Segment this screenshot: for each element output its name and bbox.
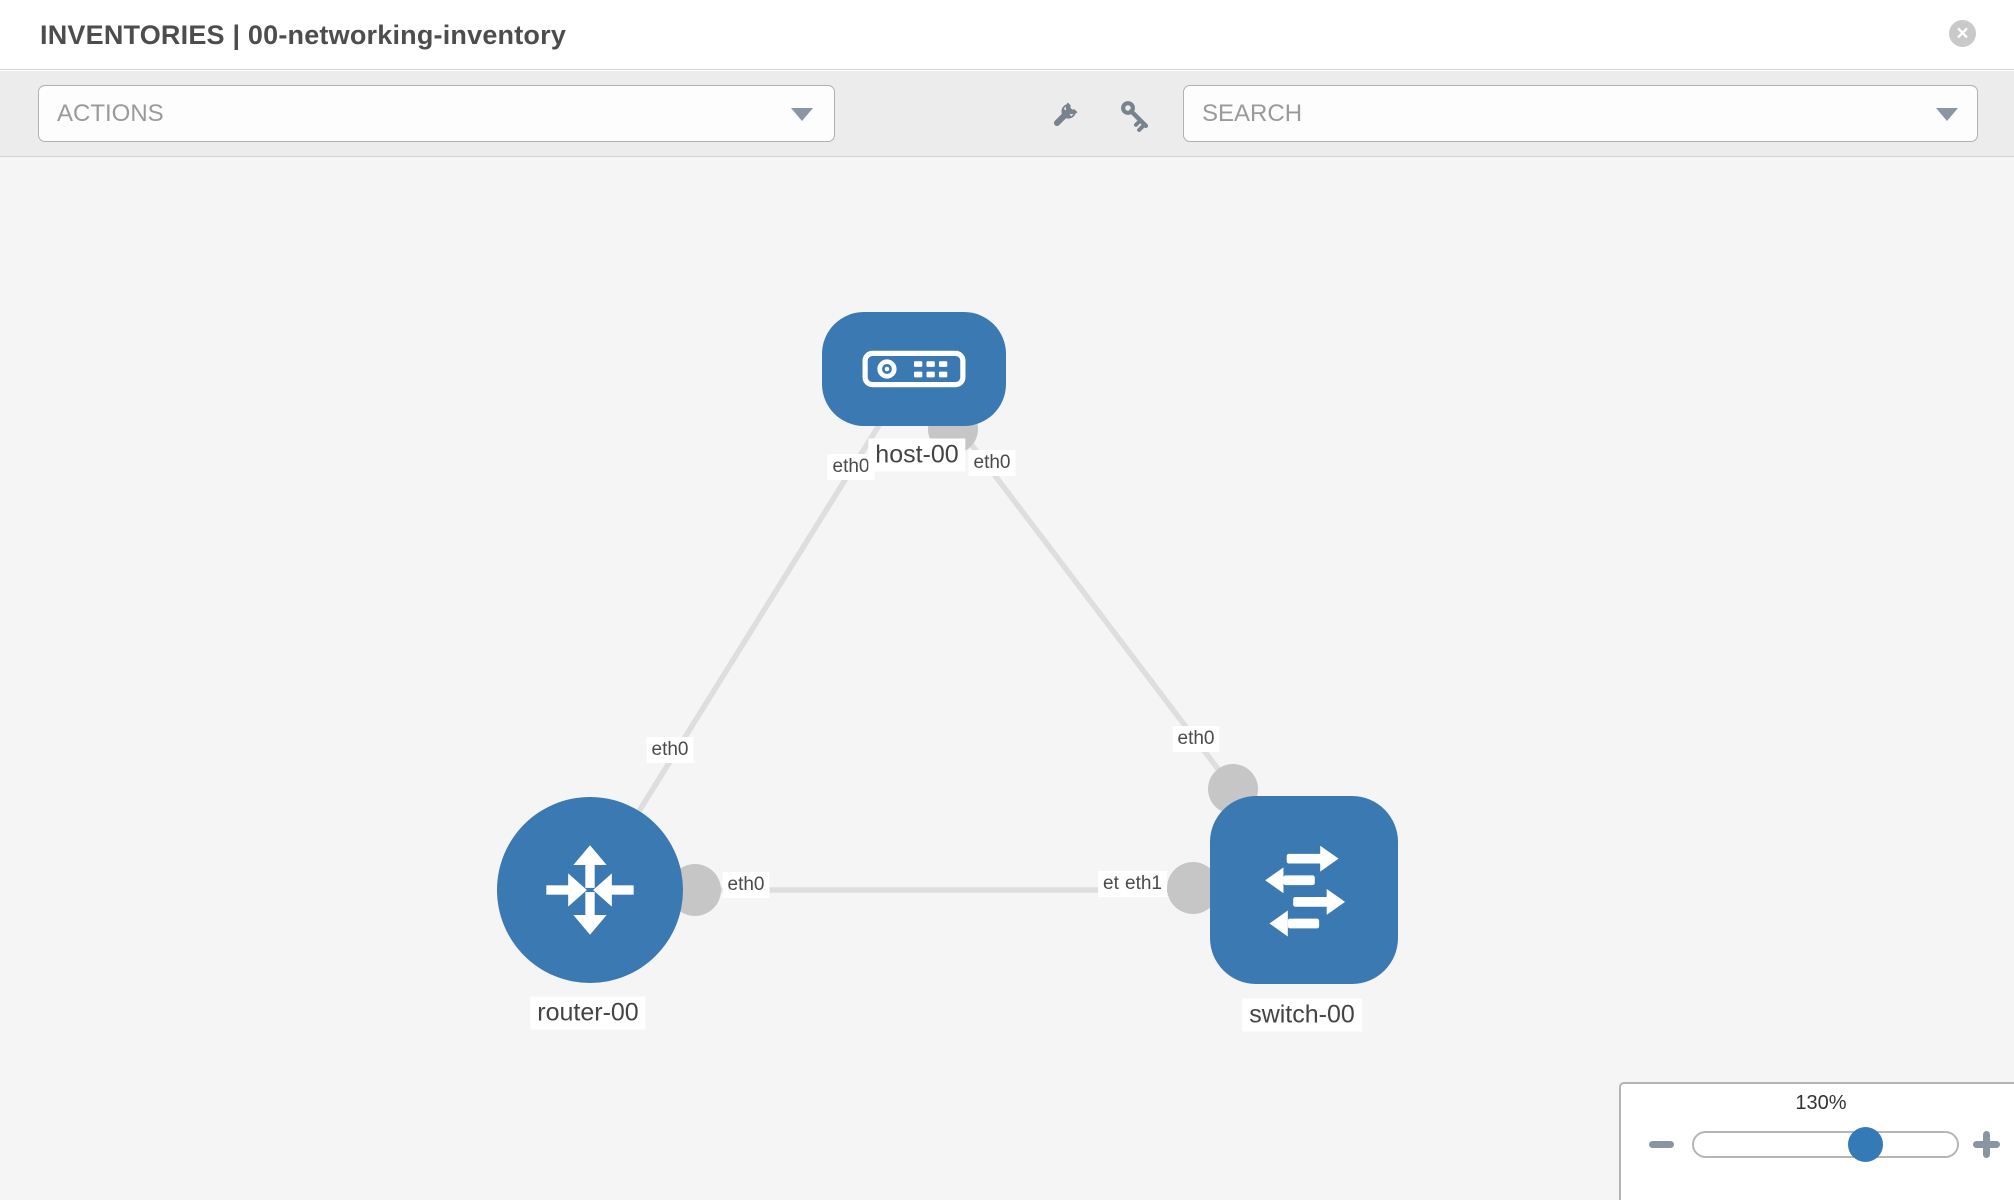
interface-label-switch-to-router: eth1 xyxy=(1120,871,1167,897)
actions-dropdown[interactable]: ACTIONS xyxy=(38,85,835,142)
zoom-slider[interactable] xyxy=(1692,1127,1959,1162)
interface-label-router-to-switch: eth0 xyxy=(722,872,770,898)
topology-edges xyxy=(587,367,1304,916)
close-icon[interactable]: × xyxy=(1949,20,1976,47)
zoom-out-minus-icon[interactable] xyxy=(1649,1141,1674,1148)
wrench-icon[interactable] xyxy=(1047,97,1083,133)
node-switch-00[interactable] xyxy=(1210,796,1398,984)
interface-label-host-to-switch: eth0 xyxy=(968,450,1016,476)
actions-dropdown-label: ACTIONS xyxy=(57,99,164,127)
chevron-down-icon xyxy=(1936,108,1958,121)
node-host-00[interactable] xyxy=(822,312,1006,426)
zoom-slider-handle[interactable] xyxy=(1848,1127,1883,1162)
node-label-switch: switch-00 xyxy=(1242,998,1362,1032)
port-connector xyxy=(1167,862,1219,914)
interface-label-switch-to-host: eth0 xyxy=(1172,726,1220,752)
key-icon[interactable] xyxy=(1117,97,1153,133)
host-icon xyxy=(862,350,966,388)
zoom-level: 130% xyxy=(1795,1092,1847,1114)
zoom-in-plus-icon[interactable] xyxy=(1973,1131,2000,1158)
topology-canvas[interactable]: host-00 router-00 switch-00 eth0 eth0 et… xyxy=(0,157,2014,1200)
node-label-router: router-00 xyxy=(530,996,646,1030)
node-router-00[interactable] xyxy=(497,797,683,983)
chevron-down-icon xyxy=(791,108,813,121)
interface-label-router-to-host: eth0 xyxy=(646,737,694,763)
router-icon xyxy=(546,845,634,935)
zoom-panel: 130% xyxy=(1619,1082,2014,1200)
search-dropdown[interactable]: SEARCH xyxy=(1183,85,1978,142)
header-bar: INVENTORIES | 00-networking-inventory × xyxy=(0,0,2014,70)
toolbar: ACTIONS SEARCH xyxy=(0,71,2014,157)
page-title: INVENTORIES | 00-networking-inventory xyxy=(40,19,567,50)
interface-label-host-to-router: eth0 xyxy=(827,454,875,480)
switch-icon xyxy=(1265,845,1346,937)
node-label-host: host-00 xyxy=(868,438,966,472)
search-placeholder: SEARCH xyxy=(1202,99,1303,127)
